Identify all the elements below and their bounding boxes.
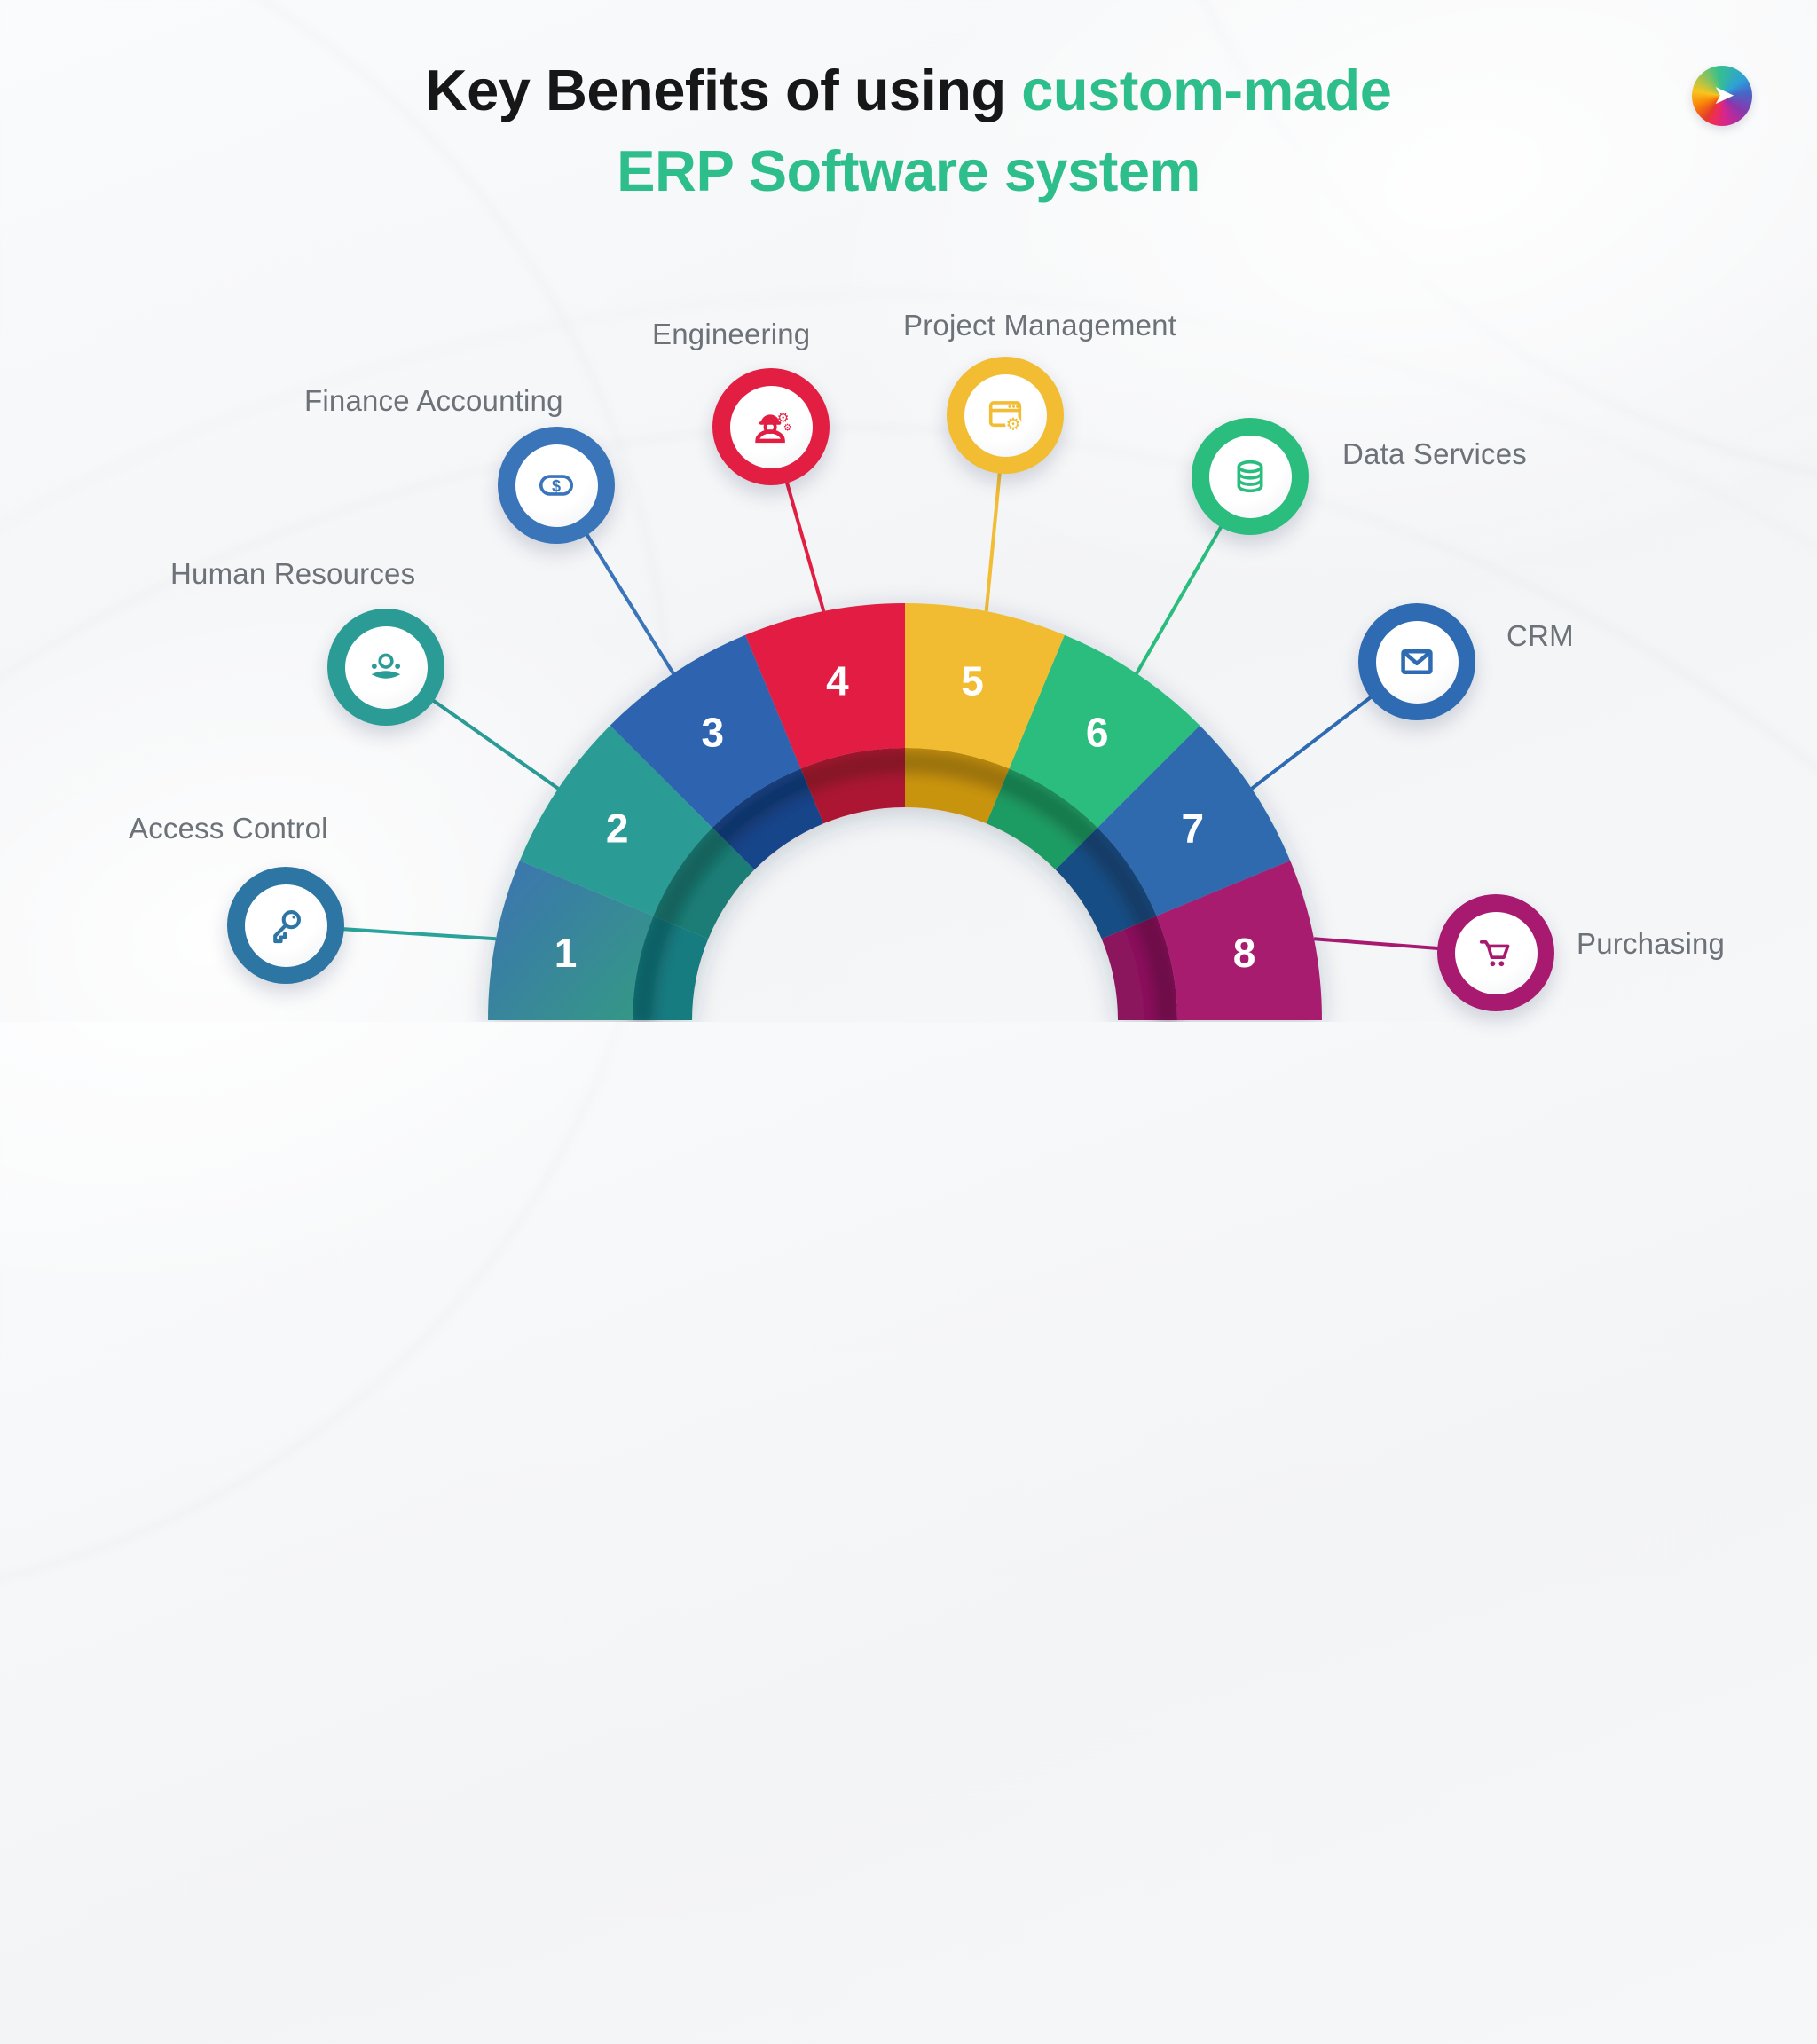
segment-number: 6 — [1086, 710, 1109, 756]
node-label: Human Resources — [170, 557, 416, 590]
data-services-badge — [1192, 418, 1309, 535]
node-label: Purchasing — [1577, 927, 1726, 960]
segment-number: 1 — [555, 930, 578, 976]
svg-text:⚙: ⚙ — [777, 410, 790, 426]
segment-number: 3 — [702, 710, 725, 756]
title-line-1: Key Benefits of using custom-made — [0, 50, 1817, 130]
node-label: Finance Accounting — [304, 384, 563, 417]
segment-number: 4 — [826, 658, 849, 704]
purchasing-badge — [1437, 894, 1554, 1011]
page-title: Key Benefits of using custom-made ERP So… — [0, 50, 1817, 211]
segment-2 — [519, 725, 712, 916]
segment-4 — [745, 603, 905, 769]
access-control-badge — [227, 867, 344, 984]
segment-7 — [1097, 725, 1291, 916]
finance-accounting-badge: $ — [498, 427, 615, 544]
human-resources-badge — [327, 609, 444, 726]
window-gear-icon: ⚙ — [979, 389, 1031, 441]
svg-text:⚙: ⚙ — [1006, 414, 1021, 434]
segment-1 — [488, 861, 654, 1020]
key-icon — [260, 900, 311, 951]
node-label: Project Management — [903, 309, 1177, 342]
segment-number: 7 — [1182, 805, 1205, 851]
segment-number: 8 — [1233, 930, 1256, 976]
engineer-icon: ⚙⚙ — [745, 401, 797, 452]
engineering-badge: ⚙⚙ — [712, 368, 830, 485]
node-label: Engineering — [652, 318, 811, 350]
node-label: Data Services — [1342, 437, 1528, 470]
segment-3 — [610, 634, 801, 828]
dollar-icon: $ — [531, 460, 582, 511]
title-text: Key Benefits of using — [425, 58, 1007, 122]
play-arrow-icon: ➤ — [1712, 80, 1735, 111]
segment-6 — [1009, 634, 1200, 828]
node-label: Access Control — [129, 812, 328, 845]
database-icon — [1224, 451, 1276, 502]
team-icon — [360, 641, 412, 693]
project-management-badge: ⚙ — [947, 357, 1064, 474]
brand-logo: ➤ — [1692, 66, 1752, 126]
node-label: CRM — [1506, 619, 1574, 652]
segment-number: 2 — [606, 805, 629, 851]
segment-5 — [905, 603, 1065, 769]
segment-8 — [1156, 861, 1322, 1020]
mail-icon — [1391, 636, 1443, 688]
benefits-fan-chart: 1 2 3 4 5 6 7 8 — [285, 414, 1497, 1022]
svg-text:$: $ — [552, 477, 561, 495]
svg-text:⚙: ⚙ — [783, 422, 792, 434]
cart-icon — [1470, 927, 1522, 979]
crm-badge — [1358, 603, 1475, 720]
title-accent-text: custom-made — [1021, 58, 1392, 122]
title-line-2: ERP Software system — [617, 138, 1200, 203]
segment-number: 5 — [961, 658, 984, 704]
